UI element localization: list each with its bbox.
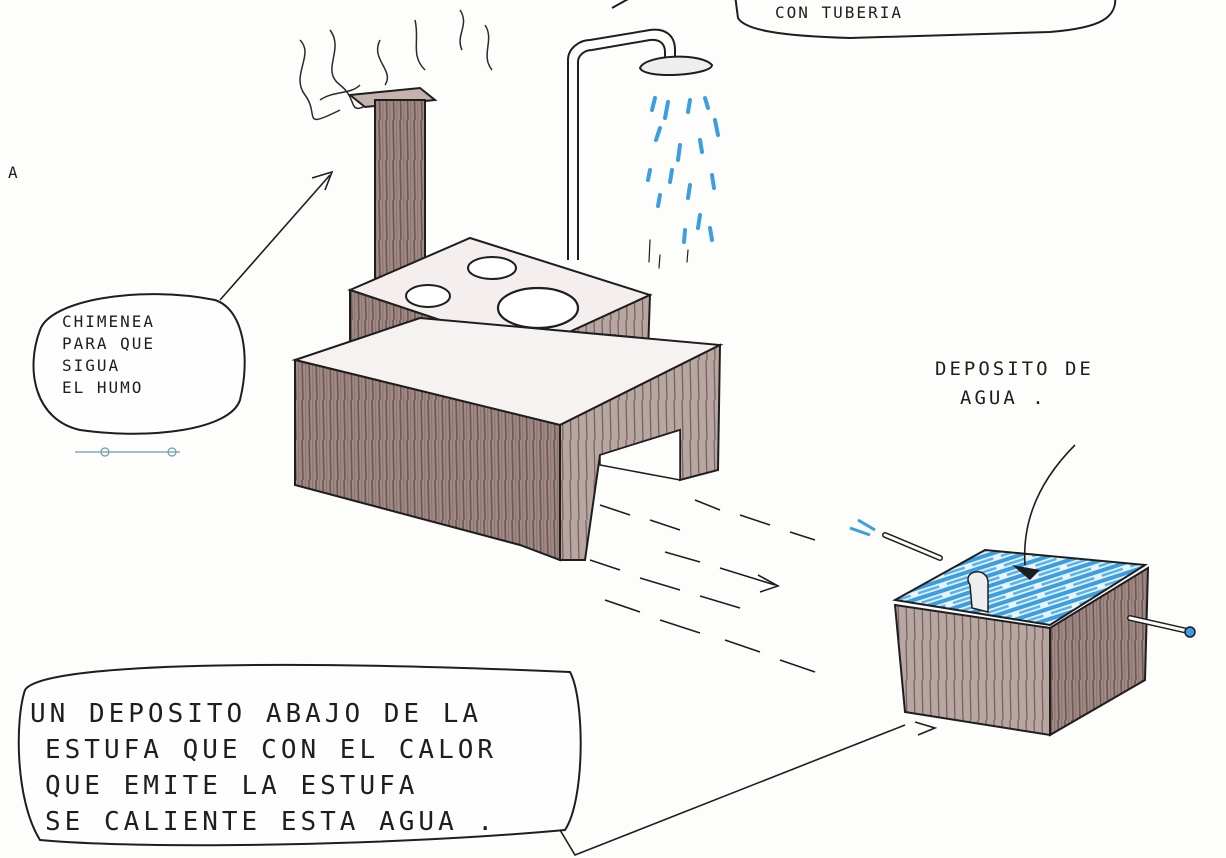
chimney-note-line-4: EL HUMO — [62, 378, 143, 397]
stove-base — [291, 316, 724, 562]
deposit-note-line-4: SE CALIENTE ESTA AGUA . — [45, 807, 497, 837]
pipe-note-text: CON TUBERIA — [775, 3, 903, 22]
deposit-note-line-2: ESTUFA QUE CON EL CALOR — [45, 735, 497, 765]
heat-flow-lines — [589, 499, 816, 673]
chimney-note-line-3: SIGUA — [62, 356, 120, 375]
tank-note-line-1: DEPOSITO DE — [935, 358, 1094, 380]
pipe-note-bubble: CON TUBERIA — [734, 0, 1117, 40]
deposit-note-line-3: QUE EMITE LA ESTUFA — [45, 771, 418, 801]
shower-water-ink — [648, 239, 689, 269]
edge-fragment-text: A — [8, 163, 20, 182]
water-tank — [849, 444, 1196, 737]
tank-note-line-2: AGUA . — [960, 387, 1047, 409]
burner-small-left — [405, 284, 451, 308]
deposit-note-line-1: UN DEPOSITO ABAJO DE LA — [30, 699, 482, 729]
smoke-swirls — [299, 9, 493, 121]
shower-head — [638, 55, 714, 77]
burner-large — [496, 286, 580, 330]
shower-water — [646, 96, 720, 244]
chimney-note-line-2: PARA QUE — [62, 334, 155, 353]
chimney-note-line-1: CHIMENEA — [62, 312, 155, 331]
burner-small-right — [467, 256, 517, 280]
shower-pipe — [567, 0, 676, 260]
deposit-note-bubble: UN DEPOSITO ABAJO DE LA ESTUFA QUE CON E… — [17, 663, 938, 856]
chimney-pipe — [347, 86, 438, 281]
chimney-note-bubble: CHIMENEA PARA QUE SIGUA EL HUMO — [32, 170, 334, 457]
